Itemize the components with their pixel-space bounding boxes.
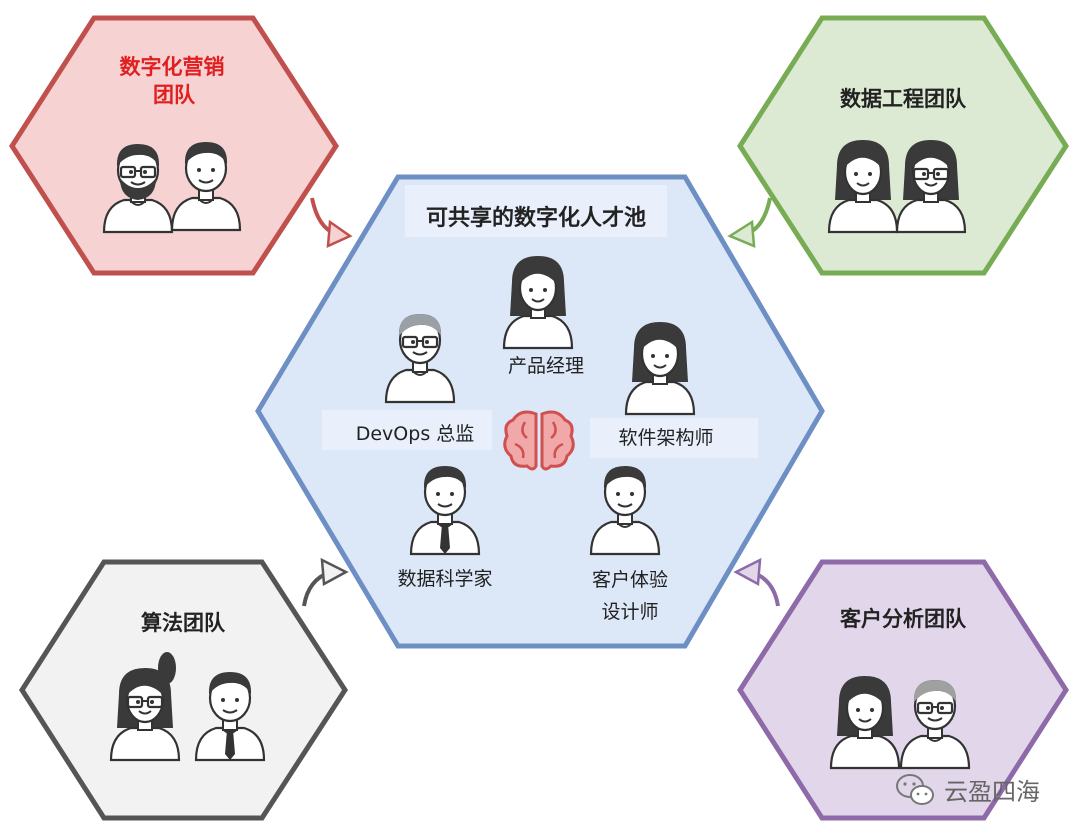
role-product-manager: 产品经理	[508, 355, 584, 377]
center-title-bg	[405, 185, 667, 237]
watermark-text: 云盈四海	[944, 778, 1040, 806]
center-hexagon	[255, 174, 825, 649]
arrow-customer-analytics-to-pool	[733, 557, 780, 607]
customer-analytics-person-1-avatar	[829, 674, 901, 770]
marketing-team-hexagon	[9, 15, 339, 276]
algorithm-team-hexagon	[19, 559, 348, 821]
marketing-person-1-avatar	[102, 142, 174, 234]
customer-analytics-team-hexagon	[737, 559, 1069, 821]
brain-icon	[503, 410, 575, 471]
architect-label-bg	[590, 418, 758, 458]
data-engineering-person-1-avatar	[827, 138, 899, 234]
marketing-team-label-line1: 数字化营销	[120, 55, 225, 79]
devops-avatar	[384, 312, 456, 404]
data-engineering-person-2-avatar	[895, 138, 967, 234]
role-cx-designer-line1: 客户体验	[592, 569, 668, 591]
wechat-icon	[896, 774, 934, 805]
arrow-marketing-to-pool	[310, 197, 353, 249]
data-engineering-team-label: 数据工程团队	[840, 87, 967, 111]
role-software-architect: 软件架构师	[618, 427, 713, 449]
data-engineering-team-hexagon	[737, 15, 1069, 276]
algorithm-person-1-avatar	[109, 652, 181, 762]
role-cx-designer-line2: 设计师	[601, 601, 658, 623]
center-title: 可共享的数字化人才池	[426, 205, 646, 231]
role-data-scientist: 数据科学家	[397, 568, 492, 590]
customer-analytics-team-label: 客户分析团队	[840, 607, 967, 631]
marketing-team-label-line2: 团队	[153, 83, 196, 107]
algorithm-team-label: 算法团队	[141, 611, 226, 635]
software-architect-avatar	[624, 320, 696, 416]
customer-analytics-person-2-avatar	[899, 678, 971, 770]
devops-label-bg	[322, 410, 492, 450]
product-manager-avatar	[502, 254, 574, 350]
arrow-algorithm-to-pool	[302, 557, 349, 607]
arrow-data-engineering-to-pool	[727, 197, 772, 248]
role-devops: DevOps 总监	[356, 423, 475, 445]
